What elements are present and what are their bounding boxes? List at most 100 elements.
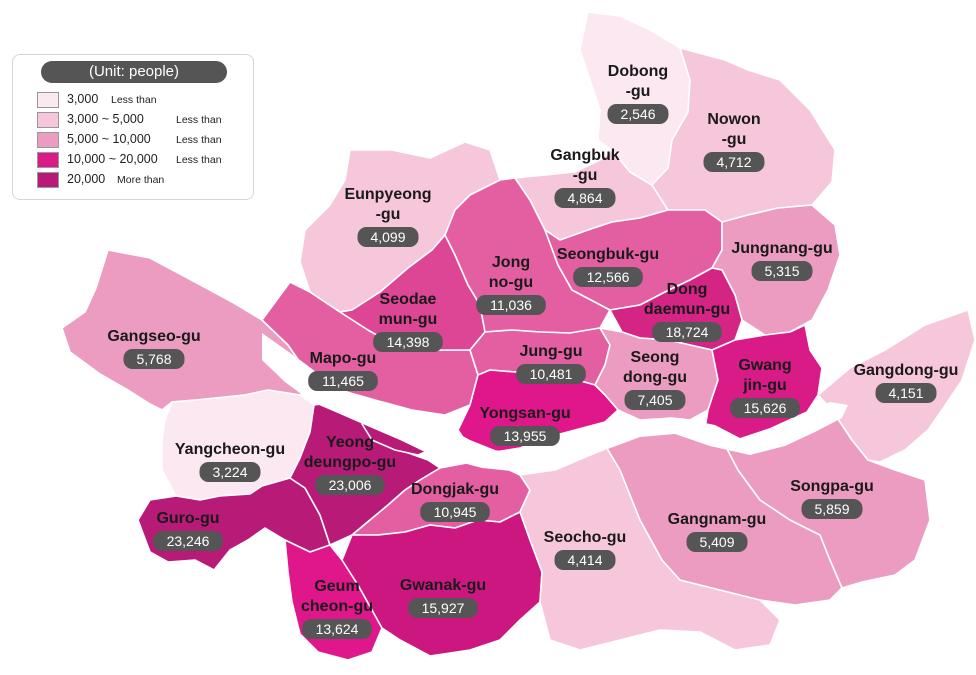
value-badge	[624, 390, 686, 410]
district-value: 5,409	[699, 534, 734, 550]
value-badge	[357, 227, 419, 247]
value-badge	[476, 295, 546, 315]
district-label-gangdong: Gangdong-gu4,151	[854, 362, 958, 403]
value-badge	[652, 322, 722, 342]
district-name: Seodae	[380, 291, 437, 308]
district-label-seongbuk: Seongbuk-gu 12,566	[557, 246, 659, 287]
district-value: 4,414	[567, 552, 602, 568]
value-badge	[420, 502, 490, 522]
district-name: daemun-gu	[644, 301, 730, 318]
value-badge	[875, 383, 937, 403]
district-name: no-gu	[489, 274, 533, 291]
value-badge	[373, 332, 443, 352]
district-name: Dong	[667, 281, 708, 298]
district-value: 7,405	[637, 392, 672, 408]
district-value: 13,624	[316, 621, 359, 637]
value-badge	[703, 152, 765, 172]
district-name: Yongsan-gu	[479, 405, 570, 422]
value-badge	[730, 398, 800, 418]
district-value: 12,566	[587, 269, 630, 285]
district-name: Jung-gu	[519, 343, 582, 360]
district-name: Gangseo-gu	[107, 328, 200, 345]
district-name: Guro-gu	[156, 510, 219, 527]
legend-suffix: Less than	[176, 134, 222, 146]
legend-swatch	[37, 112, 59, 128]
district-name: -gu	[376, 206, 401, 223]
value-badge	[315, 475, 385, 495]
district-name: Jungnang-gu	[731, 240, 832, 257]
district-label-gangseo: Gangseo-gu5,768	[107, 328, 201, 369]
district-name: Seongbuk-gu	[557, 246, 659, 263]
district-value: 4,864	[567, 190, 602, 206]
district-label-jungnang: Jungnang-gu 5,315	[731, 240, 833, 281]
legend-item-3: 5,000 ~ 10,000 Less than	[37, 131, 247, 149]
district-value: 5,315	[764, 263, 799, 279]
district-name: Seong	[631, 349, 680, 366]
district-name: Jong	[492, 254, 530, 271]
legend-item-1: 3,000 Less than	[37, 91, 247, 109]
district-name: Nowon	[707, 111, 760, 128]
district-name: Mapo-gu	[310, 350, 377, 367]
district-label-guro: Guro-gu 23,246	[153, 510, 223, 551]
district-value: 4,712	[716, 154, 751, 170]
district-name: -gu	[722, 131, 747, 148]
value-badge	[573, 267, 643, 287]
district-value: 18,724	[666, 324, 709, 340]
value-badge	[801, 499, 863, 519]
district-name: -gu	[573, 167, 598, 184]
value-badge	[554, 550, 616, 570]
value-badge	[123, 349, 185, 369]
legend-suffix: More than	[117, 174, 165, 186]
district-value: 10,945	[434, 504, 477, 520]
district-value: 23,006	[329, 477, 372, 493]
district-label-dobong: Dobong-gu2,546	[607, 63, 669, 124]
legend-swatch	[37, 132, 59, 148]
district-value: 5,859	[814, 501, 849, 517]
district-name: Eunpyeong	[344, 186, 431, 203]
district-name: -gu	[626, 83, 651, 100]
district-name: jin-gu	[742, 377, 787, 394]
district-value: 23,246	[167, 533, 210, 549]
district-label-mapo: Mapo-gu 11,465	[308, 350, 378, 391]
district-name: Geum	[314, 578, 359, 595]
district-label-eunpyeong: Eunpyeong-gu4,099	[344, 186, 432, 247]
district-value: 11,465	[322, 373, 364, 389]
legend-range: 10,000 ~ 20,000	[67, 152, 158, 166]
district-name: Dobong	[608, 63, 668, 80]
legend-title: (Unit: people)	[41, 61, 227, 83]
value-badge	[751, 261, 813, 281]
legend-item-2: 3,000 ~ 5,000 Less than	[37, 111, 247, 129]
district-label-seodaemun: Seodae mun-gu 14,398	[373, 291, 443, 352]
district-name: dong-gu	[623, 369, 687, 386]
value-badge	[308, 371, 378, 391]
district-label-nowon: Nowon -gu 4,712	[703, 111, 765, 172]
district-name: Gwang	[738, 357, 791, 374]
district-value: 4,151	[888, 385, 923, 401]
value-badge	[686, 532, 748, 552]
legend-item-5: 20,000 More than	[37, 171, 247, 189]
district-name: Yangcheon-gu	[175, 441, 285, 458]
value-badge	[490, 426, 560, 446]
legend-suffix: Less than	[111, 94, 157, 106]
district-name: Gangbuk	[550, 147, 619, 164]
district-label-seocho: Seocho-gu 4,414	[544, 529, 627, 570]
value-badge	[554, 188, 616, 208]
district-name: Seocho-gu	[544, 529, 627, 546]
district-name: Gwanak-gu	[400, 577, 486, 594]
district-name: mun-gu	[379, 311, 438, 328]
district-value: 14,398	[387, 334, 430, 350]
legend-range: 5,000 ~ 10,000	[67, 132, 151, 146]
district-label-dongdaemun: Dong daemun-gu 18,724	[644, 281, 730, 342]
han-river	[262, 333, 848, 472]
value-badge	[153, 531, 223, 551]
value-badge	[516, 364, 586, 384]
district-name: Gangnam-gu	[668, 511, 767, 528]
legend-suffix: Less than	[176, 154, 222, 166]
